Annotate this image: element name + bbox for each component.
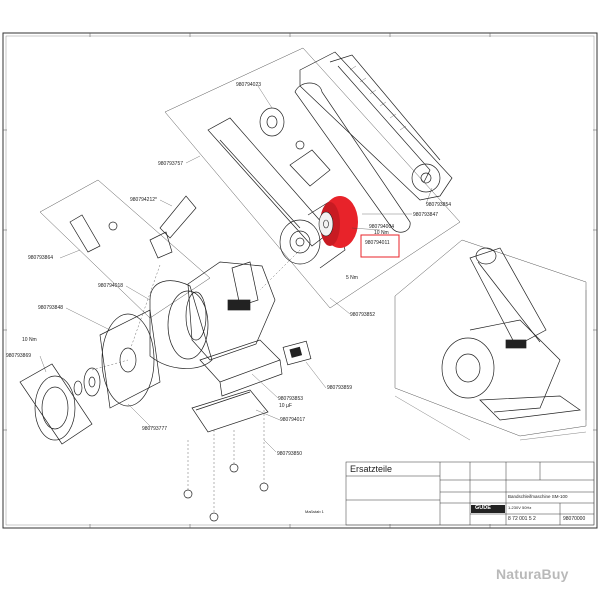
part-label-980794018: 980794018 — [98, 283, 124, 289]
wheel-guard — [149, 280, 213, 369]
part-label-980793859: 980793859 — [327, 385, 353, 391]
title-block-spec: 1-230V 50Hz — [508, 505, 532, 510]
highlight-box — [360, 234, 400, 258]
grinding-wheel — [99, 309, 161, 409]
title-block-title: Ersatzteile — [350, 464, 393, 474]
part-label-980793777: 980793777 — [142, 426, 168, 432]
iso-dimension-lines — [394, 290, 587, 441]
part-label-980793757: 980793757 — [158, 161, 184, 167]
sheet-border — [2, 32, 598, 529]
title-block-drawing-number: 8 72 001 5 2 — [508, 516, 536, 522]
assembly-lines — [91, 249, 301, 513]
contact-wheel-highlighted — [318, 196, 358, 248]
motor-housing — [185, 261, 276, 361]
part-label-980794212: 980794212* — [130, 197, 157, 203]
belt-hatching — [349, 65, 407, 131]
torque-label-10nm-left: 10 Nm — [22, 337, 37, 343]
guard-group-outline — [39, 179, 211, 319]
part-label-980793850: 980793850 — [277, 451, 303, 457]
leader-lines — [39, 85, 433, 453]
watermark-text: NaturaBuy — [496, 566, 569, 582]
part-label-980793853: 980793853 — [278, 396, 304, 402]
torque-label-10nm-right: 10 Nm — [374, 230, 389, 236]
flange-washers — [73, 367, 101, 397]
assembled-machine-iso — [441, 247, 581, 421]
part-label-980794023: 980794023 — [236, 82, 262, 88]
belt-arm-body — [207, 117, 331, 247]
motor-base — [199, 339, 283, 397]
border-ticks — [3, 33, 597, 528]
brand-logo: GÜDE — [475, 505, 491, 511]
part-label-980794004: 980794004 — [369, 224, 395, 230]
part-label-980793852: 980793852 — [350, 312, 376, 318]
capacitor-label-10uf: 10 µF — [279, 403, 292, 409]
base-plate — [191, 389, 269, 433]
sheet-inner-border — [5, 35, 595, 526]
title-block-part-code: 98070000 — [563, 516, 586, 522]
guard-bracket — [69, 195, 197, 259]
sanding-belt — [294, 82, 411, 233]
top-roller — [259, 107, 285, 137]
title-block — [345, 461, 595, 526]
sanding-belt-cover — [299, 51, 453, 201]
rubber-feet — [183, 463, 269, 522]
iso-view-frame — [394, 239, 587, 437]
belt-assembly-outline — [164, 47, 461, 309]
part-label-980793854: 980793854 — [426, 202, 452, 208]
brand-logo-block — [471, 505, 505, 513]
title-block-product: Bandschleifmaschine SM-100 — [508, 494, 568, 499]
part-label-980793847: 980793847 — [413, 212, 439, 218]
part-label-980794017: 980794017 — [280, 417, 306, 423]
torque-label-5nm: 5 Nm — [346, 275, 358, 281]
part-label-980793869: 980793869 — [6, 353, 32, 359]
front-cover — [19, 363, 93, 445]
part-label-980794011: 980794011 — [365, 240, 390, 246]
part-label-980793848: 980793848 — [38, 305, 64, 311]
title-block-scale: Maßstab 1 — [305, 509, 324, 514]
part-label-980793864: 980793864 — [28, 255, 54, 261]
switch-module — [282, 340, 312, 366]
